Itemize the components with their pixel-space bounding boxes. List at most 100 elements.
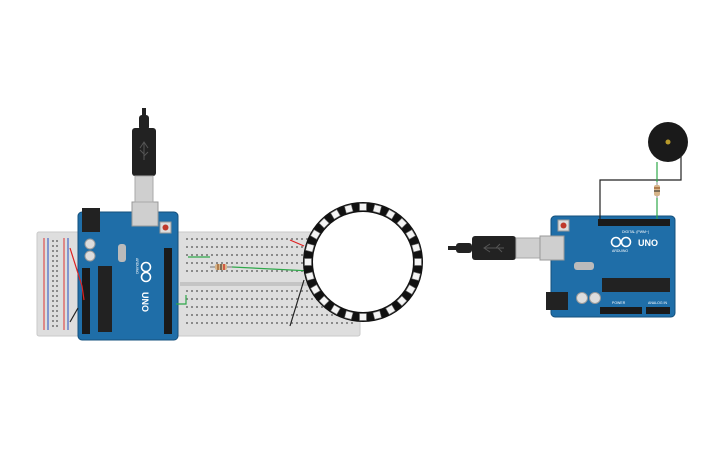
- neopixel-led: [359, 203, 367, 211]
- breadboard-hole: [271, 314, 273, 316]
- wire-red-rail[interactable]: [69, 247, 85, 301]
- breadboard-hole: [196, 262, 198, 264]
- resistor-icon[interactable]: [210, 264, 232, 270]
- neopixel-led: [330, 209, 341, 220]
- breadboard-hole: [251, 238, 253, 240]
- breadboard-hole: [251, 290, 253, 292]
- breadboard-hole: [211, 254, 213, 256]
- breadboard-hole: [56, 315, 58, 317]
- breadboard-hole: [216, 306, 218, 308]
- breadboard-hole: [316, 314, 318, 316]
- breadboard-hole: [56, 245, 58, 247]
- breadboard-hole: [301, 306, 303, 308]
- breadboard-hole: [52, 240, 54, 242]
- breadboard-hole: [256, 254, 258, 256]
- breadboard-hole: [276, 306, 278, 308]
- breadboard-hole: [191, 246, 193, 248]
- wire-black-gnd-ring[interactable]: [289, 279, 305, 327]
- neopixel-led: [310, 284, 321, 295]
- wire-black-buzzer-gnd[interactable]: [599, 155, 682, 219]
- arduino-right-brand-label: ARDUINO: [612, 249, 628, 253]
- breadboard-hole: [266, 238, 268, 240]
- breadboard-hole: [266, 298, 268, 300]
- breadboard-hole: [251, 262, 253, 264]
- breadboard-hole: [241, 246, 243, 248]
- usb-cable-icon[interactable]: [448, 236, 541, 260]
- breadboard-hole: [52, 290, 54, 292]
- arduino-right-reset-knob[interactable]: [560, 222, 567, 229]
- breadboard-hole: [56, 300, 58, 302]
- neopixel-led: [344, 204, 354, 214]
- usb-cable-left-symbol: [139, 141, 149, 160]
- breadboard-hole: [261, 238, 263, 240]
- breadboard-hole: [321, 306, 323, 308]
- breadboard-hole: [276, 262, 278, 264]
- arduino-right-capacitor-2: [589, 292, 601, 304]
- breadboard-hole: [301, 314, 303, 316]
- breadboard-hole: [191, 238, 193, 240]
- breadboard-hole: [226, 262, 228, 264]
- arduino-uno-right[interactable]: UNO ARDUINO DIGITAL (PWM~) POWER ANALOG …: [539, 215, 676, 318]
- arduino-left-reset-knob[interactable]: [162, 224, 169, 231]
- wire-black-rail[interactable]: [69, 307, 79, 323]
- breadboard-hole: [256, 298, 258, 300]
- piezo-buzzer-icon[interactable]: [648, 122, 688, 162]
- breadboard-hole: [206, 246, 208, 248]
- breadboard-hole: [246, 238, 248, 240]
- breadboard-hole: [271, 238, 273, 240]
- breadboard-hole: [351, 322, 353, 324]
- neopixel-led: [372, 204, 382, 214]
- wire-green-gnd[interactable]: [176, 295, 187, 305]
- breadboard-hole: [191, 322, 193, 324]
- breadboard-hole: [246, 246, 248, 248]
- breadboard-hole: [201, 322, 203, 324]
- breadboard-hole: [291, 246, 293, 248]
- breadboard-hole: [271, 246, 273, 248]
- breadboard-hole: [291, 290, 293, 292]
- usb-cable-icon[interactable]: [132, 108, 156, 203]
- breadboard-hole: [276, 290, 278, 292]
- breadboard-hole: [326, 314, 328, 316]
- breadboard-hole: [236, 238, 238, 240]
- breadboard-hole: [296, 306, 298, 308]
- breadboard-hole: [236, 290, 238, 292]
- breadboard-hole: [191, 290, 193, 292]
- breadboard-hole: [236, 270, 238, 272]
- breadboard-hole: [56, 295, 58, 297]
- breadboard-hole: [186, 270, 188, 272]
- breadboard-hole: [271, 270, 273, 272]
- breadboard-hole: [261, 262, 263, 264]
- breadboard-hole: [231, 322, 233, 324]
- breadboard-hole: [286, 314, 288, 316]
- breadboard-hole: [251, 322, 253, 324]
- breadboard-hole: [52, 310, 54, 312]
- breadboard-hole: [231, 238, 233, 240]
- breadboard-hole: [291, 238, 293, 240]
- neopixel-led: [344, 310, 354, 320]
- breadboard-hole: [231, 306, 233, 308]
- breadboard-hole: [221, 290, 223, 292]
- arduino-right-model-label: UNO: [638, 238, 658, 248]
- breadboard-hole: [206, 270, 208, 272]
- arduino-uno-left[interactable]: UNO ARDUINO: [77, 201, 179, 341]
- resistor-icon[interactable]: [654, 182, 660, 198]
- breadboard-hole: [226, 238, 228, 240]
- breadboard-hole: [281, 246, 283, 248]
- neopixel-ring[interactable]: [303, 202, 423, 322]
- wire-red-5v[interactable]: [289, 239, 305, 247]
- breadboard-hole: [281, 306, 283, 308]
- breadboard-hole: [241, 238, 243, 240]
- breadboard-hole: [52, 275, 54, 277]
- breadboard-hole: [211, 246, 213, 248]
- breadboard-hole: [216, 254, 218, 256]
- breadboard-hole: [241, 314, 243, 316]
- breadboard-hole: [196, 246, 198, 248]
- breadboard-hole: [271, 254, 273, 256]
- breadboard-hole: [246, 254, 248, 256]
- breadboard-hole: [221, 270, 223, 272]
- breadboard-hole: [296, 238, 298, 240]
- breadboard-hole: [191, 298, 193, 300]
- arduino-right-header-analog: [646, 307, 670, 314]
- breadboard-hole: [266, 322, 268, 324]
